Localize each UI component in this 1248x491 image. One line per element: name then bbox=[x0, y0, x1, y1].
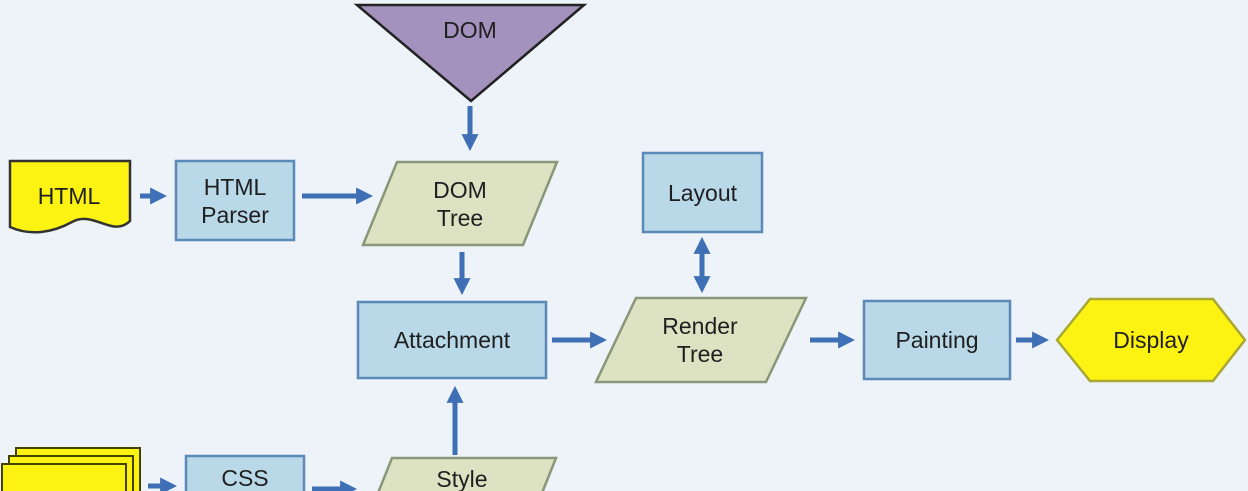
layout-shape bbox=[641, 151, 764, 234]
display-hexagon-shape bbox=[1055, 297, 1247, 383]
html-document-shape bbox=[8, 159, 132, 234]
dom-triangle-shape bbox=[353, 3, 588, 103]
attachment-shape bbox=[356, 300, 548, 380]
stylesheet-sheet-front bbox=[1, 463, 127, 491]
render-tree-shape bbox=[594, 296, 808, 384]
style-shape bbox=[377, 456, 558, 491]
painting-shape bbox=[862, 299, 1012, 381]
dom-tree-shape bbox=[361, 160, 559, 247]
html-parser-shape bbox=[174, 159, 296, 242]
css-shape bbox=[184, 454, 306, 491]
